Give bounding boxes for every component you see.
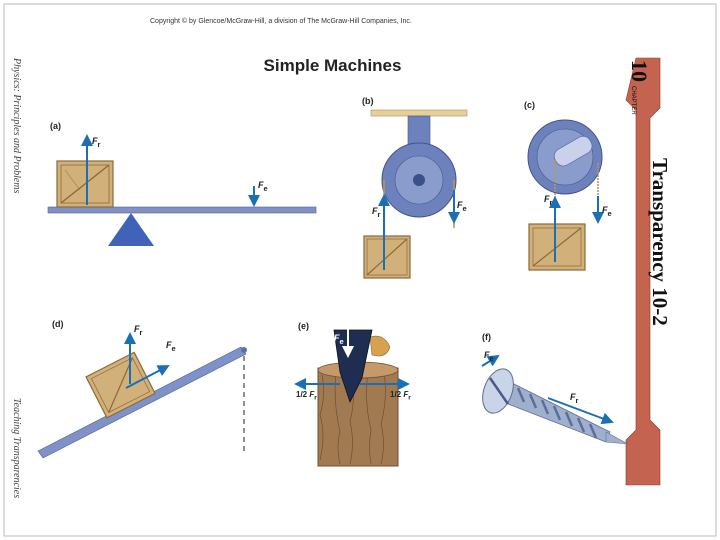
label-fe-d: Fe [166,340,176,353]
label-fe-c: Fe [602,205,612,218]
crate-c [528,223,586,271]
crate-b [363,235,411,279]
chapter-number: 10 [627,60,652,82]
ramp [37,346,247,459]
chapter-word: CHAPTER [630,86,636,115]
page-frame [3,3,717,537]
crate-d [85,351,156,419]
label-fr-f: Fr [570,392,579,405]
panel-f-label: (f) [482,332,491,342]
panel-a-lever [47,134,317,246]
panel-b-pulley [363,109,468,279]
crate-a [56,160,114,208]
lever-beam [47,206,317,214]
label-fr-b: Fr [372,206,381,219]
chapter-band [625,57,661,486]
copyright-line: Copyright © by Glencoe/McGraw-Hill, a di… [150,18,412,25]
transparency-title: Transparency 10-2 [648,158,672,326]
label-fe-a: Fe [258,180,268,193]
panel-b-label: (b) [362,96,374,106]
panel-c-label: (c) [524,100,535,110]
fulcrum [108,213,154,246]
label-fr-e-right: 1/2 Fr [390,390,411,402]
panel-c-wheel-axle [527,119,604,271]
axe-handle [369,335,391,357]
panel-e-label: (e) [298,321,309,331]
label-fr-e-left: 1/2 Fr [296,390,317,402]
panel-d-label: (d) [52,319,64,329]
label-fe-f: Fe [484,350,494,363]
label-fe-e: Fe [334,333,344,346]
arrow-fe-d [125,365,170,389]
label-fe-b: Fe [457,200,467,213]
panel-e-wedge [294,326,410,467]
label-fr-a: Fr [92,136,101,149]
page-title: Simple Machines [263,56,402,75]
axle-c [553,135,593,167]
panel-d-incline [37,332,247,459]
chapter-marker: 10 CHAPTER [626,60,652,115]
arrow-fe-f [481,354,500,367]
label-fr-d: Fr [134,324,143,337]
panel-f-screw [481,354,629,445]
screw-thread [516,387,598,439]
ceiling-bar-b [370,109,468,117]
panel-a-label: (a) [50,121,61,131]
label-fr-c: Fr [544,194,553,207]
arrow-fr-f [547,397,614,425]
